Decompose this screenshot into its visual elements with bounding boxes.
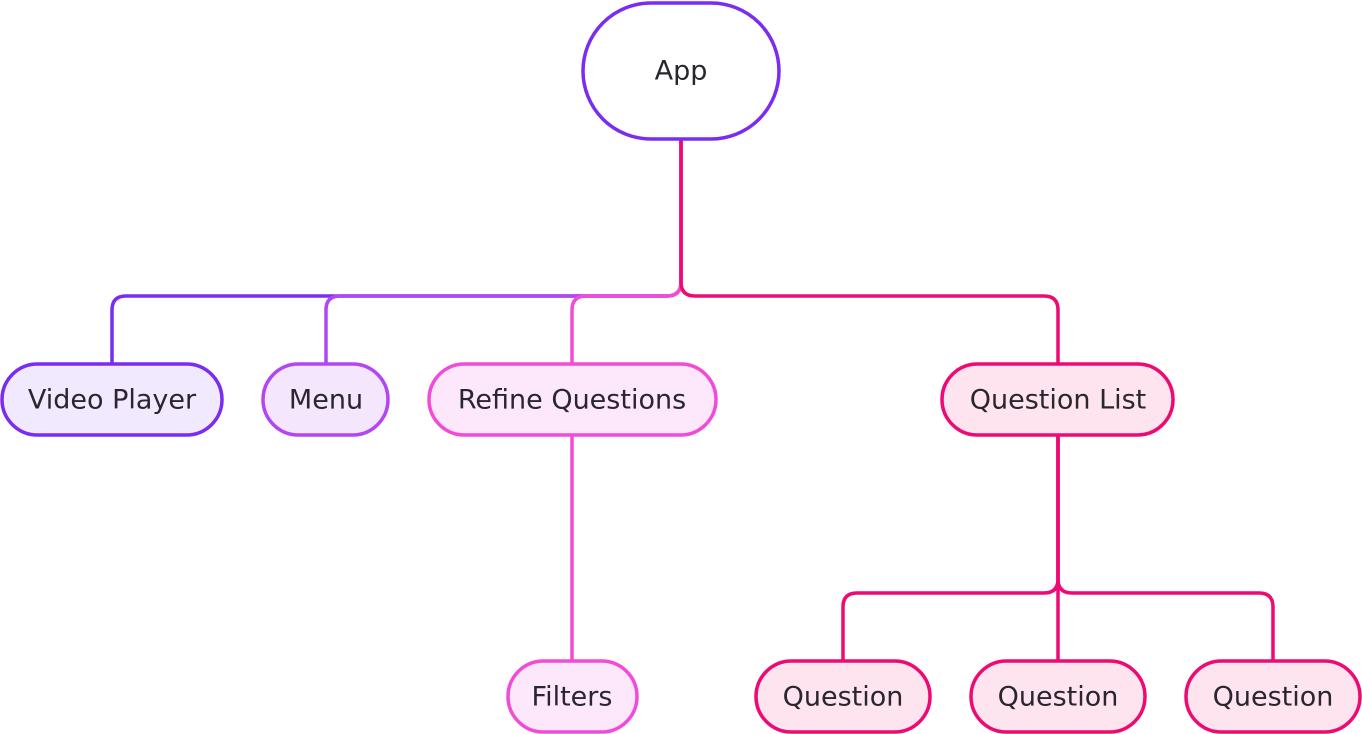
- node-question-2-box: [969, 659, 1147, 734]
- node-question-list-label: Question List: [970, 385, 1147, 416]
- edge-question-list-question-1: [841, 434, 1060, 663]
- edge-app-menu: [324, 138, 683, 366]
- node-question-1-box: [754, 659, 932, 734]
- node-question-1-label: Question: [783, 682, 904, 713]
- edge-question-list-question-3: [1056, 434, 1275, 663]
- node-video-player[interactable]: Video Player: [0, 362, 224, 437]
- node-refine-questions-label: Refine Questions: [458, 385, 686, 416]
- node-question-2-label: Question: [998, 682, 1119, 713]
- node-app-label: App: [655, 56, 708, 87]
- node-refine-questions[interactable]: Refine Questions: [427, 362, 718, 437]
- node-video-player-label: Video Player: [28, 385, 197, 416]
- node-question-3[interactable]: Question: [1184, 659, 1362, 734]
- node-filters-label: Filters: [532, 682, 613, 713]
- node-question-list[interactable]: Question List: [940, 362, 1175, 437]
- node-question-2[interactable]: Question: [969, 659, 1147, 734]
- node-menu[interactable]: Menu: [261, 362, 390, 437]
- edge-app-refine-questions: [570, 138, 683, 366]
- node-filters[interactable]: Filters: [506, 659, 639, 734]
- edges: [110, 138, 1275, 663]
- node-filters-box: [506, 659, 639, 734]
- node-question-1[interactable]: Question: [754, 659, 932, 734]
- node-question-3-label: Question: [1213, 682, 1334, 713]
- edge-app-question-list: [679, 138, 1060, 366]
- node-menu-label: Menu: [289, 385, 363, 416]
- node-refine-questions-box: [427, 362, 718, 437]
- node-menu-box: [261, 362, 390, 437]
- node-app-box: [581, 1, 781, 141]
- node-video-player-box: [0, 362, 224, 437]
- node-app[interactable]: App: [581, 1, 781, 141]
- edge-app-video-player: [110, 138, 683, 366]
- node-question-3-box: [1184, 659, 1362, 734]
- node-question-list-box: [940, 362, 1175, 437]
